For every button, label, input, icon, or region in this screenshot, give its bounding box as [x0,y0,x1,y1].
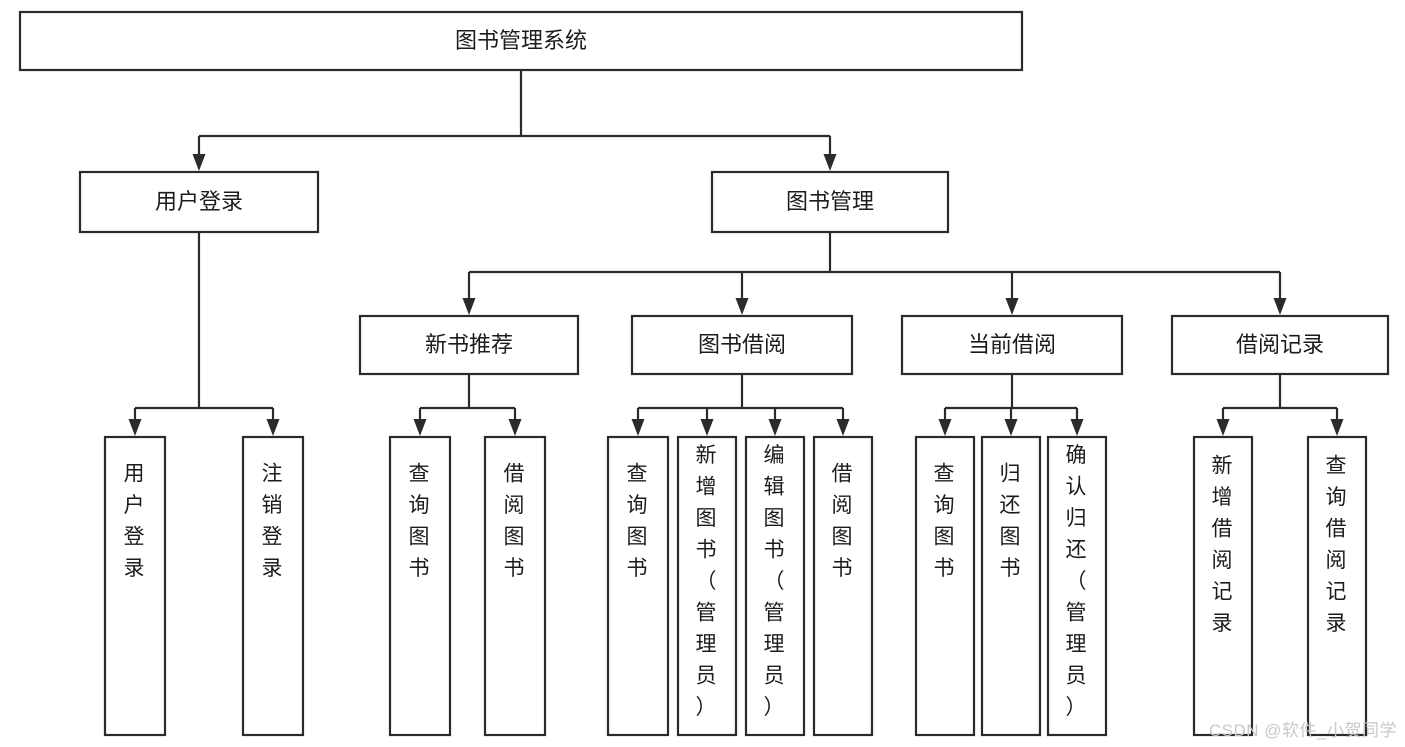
connector-group-user-login [128,232,280,436]
arrow-head-icon [631,419,645,436]
node-leaf-user-login[interactable]: 用户登录 [103,435,167,737]
node-label-leaf-borrow-book: 借阅图书 [832,462,855,580]
arrow-head-icon [1005,298,1019,315]
node-label-book-manage: 图书管理 [786,189,874,214]
node-label-leaf-borrow-book-rec: 借阅图书 [504,462,527,580]
connector-group-book-manage [462,232,1287,315]
connector-group-book-borrow [631,374,850,436]
node-label-leaf-edit-book-admin: 编辑图书（管理员） [764,444,787,719]
node-new-book-recommend[interactable]: 新书推荐 [358,314,580,376]
node-leaf-confirm-return-admin[interactable]: 确认归还（管理员） [1046,435,1108,737]
node-label-current-borrow: 当前借阅 [968,332,1056,357]
node-leaf-borrow-book[interactable]: 借阅图书 [812,435,874,737]
node-label-leaf-query-borrow-record: 查询借阅记录 [1326,454,1349,635]
arrow-head-icon [192,154,206,171]
node-box-new-book-recommend[interactable] [358,314,580,376]
node-box-leaf-query-book-borrow[interactable] [606,435,670,737]
node-label-book-borrow: 图书借阅 [698,332,786,357]
node-label-root: 图书管理系统 [455,28,587,53]
arrow-head-icon [1004,419,1018,436]
node-box-leaf-add-book-admin[interactable] [676,435,738,737]
node-borrow-record[interactable]: 借阅记录 [1170,314,1390,376]
connector-group-borrow-record [1216,374,1344,436]
node-user-login[interactable]: 用户登录 [78,170,320,234]
node-current-borrow[interactable]: 当前借阅 [900,314,1124,376]
node-layer: 图书管理系统用户登录图书管理新书推荐图书借阅当前借阅借阅记录用户登录注销登录查询… [18,10,1390,737]
node-leaf-logout[interactable]: 注销登录 [241,435,305,737]
node-box-leaf-logout[interactable] [241,435,305,737]
node-label-leaf-return-book: 归还图书 [1000,462,1023,580]
node-box-leaf-query-borrow-record[interactable] [1306,435,1368,737]
node-leaf-borrow-book-rec[interactable]: 借阅图书 [483,435,547,737]
node-box-leaf-query-book-current[interactable] [914,435,976,737]
arrow-head-icon [938,419,952,436]
connector-group-new-book-recommend [413,374,522,436]
node-leaf-query-book-borrow[interactable]: 查询图书 [606,435,670,737]
arrow-head-icon [128,419,142,436]
connector-group-root [192,70,837,171]
node-box-leaf-borrow-book[interactable] [812,435,874,737]
node-box-book-manage[interactable] [710,170,950,234]
node-leaf-query-borrow-record[interactable]: 查询借阅记录 [1306,435,1368,737]
arrow-head-icon [768,419,782,436]
arrow-head-icon [823,154,837,171]
node-leaf-query-book-current[interactable]: 查询图书 [914,435,976,737]
node-box-leaf-user-login[interactable] [103,435,167,737]
arrow-head-icon [462,298,476,315]
node-box-leaf-query-book-rec[interactable] [388,435,452,737]
node-label-leaf-query-book-borrow: 查询图书 [627,462,650,580]
arrow-head-icon [508,419,522,436]
node-label-leaf-add-book-admin: 新增图书（管理员） [696,444,719,719]
arrow-head-icon [266,419,280,436]
arrow-head-icon [700,419,714,436]
node-label-user-login: 用户登录 [155,189,243,214]
node-leaf-return-book[interactable]: 归还图书 [980,435,1042,737]
node-label-leaf-confirm-return-admin: 确认归还（管理员） [1066,444,1089,719]
node-label-leaf-logout: 注销登录 [262,462,285,580]
arrow-head-icon [413,419,427,436]
node-leaf-query-book-rec[interactable]: 查询图书 [388,435,452,737]
node-book-manage[interactable]: 图书管理 [710,170,950,234]
node-leaf-add-borrow-record[interactable]: 新增借阅记录 [1192,435,1254,737]
node-box-borrow-record[interactable] [1170,314,1390,376]
node-box-leaf-add-borrow-record[interactable] [1192,435,1254,737]
arrow-head-icon [836,419,850,436]
node-box-leaf-confirm-return-admin[interactable] [1046,435,1108,737]
arrow-head-icon [1273,298,1287,315]
node-label-leaf-query-book-rec: 查询图书 [409,462,432,580]
arrow-head-icon [735,298,749,315]
connector-layer [128,70,1344,436]
node-leaf-edit-book-admin[interactable]: 编辑图书（管理员） [744,435,806,737]
node-box-book-borrow[interactable] [630,314,854,376]
node-box-user-login[interactable] [78,170,320,234]
node-book-borrow[interactable]: 图书借阅 [630,314,854,376]
arrow-head-icon [1216,419,1230,436]
node-label-leaf-user-login: 用户登录 [124,462,147,580]
node-leaf-add-book-admin[interactable]: 新增图书（管理员） [676,435,738,737]
node-label-new-book-recommend: 新书推荐 [425,332,513,357]
node-label-leaf-query-book-current: 查询图书 [934,462,957,580]
node-box-root[interactable] [18,10,1024,72]
node-root[interactable]: 图书管理系统 [18,10,1024,72]
arrow-head-icon [1330,419,1344,436]
node-box-leaf-return-book[interactable] [980,435,1042,737]
node-box-leaf-borrow-book-rec[interactable] [483,435,547,737]
node-box-current-borrow[interactable] [900,314,1124,376]
arrow-head-icon [1070,419,1084,436]
connector-group-current-borrow [938,374,1084,436]
node-label-leaf-add-borrow-record: 新增借阅记录 [1212,454,1235,635]
node-label-borrow-record: 借阅记录 [1236,332,1324,357]
node-box-leaf-edit-book-admin[interactable] [744,435,806,737]
